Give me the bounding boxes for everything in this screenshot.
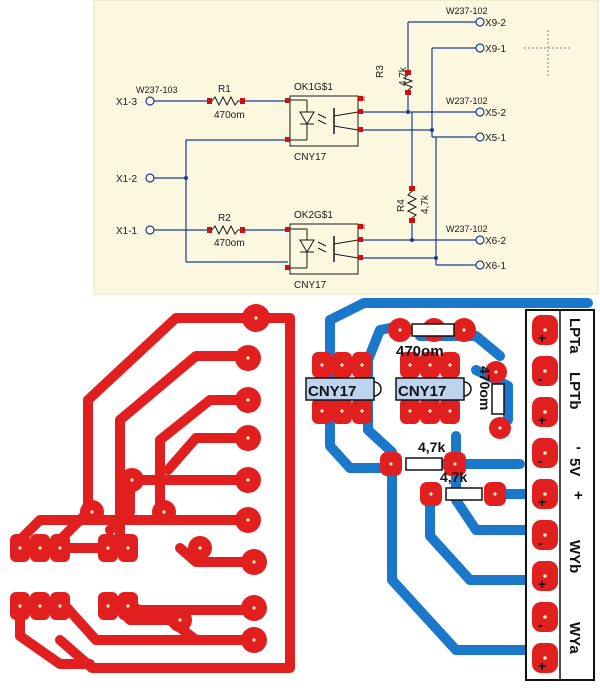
- pcb-label-cny17-a: CNY17: [308, 383, 356, 400]
- terminal-pad-hole: [543, 328, 547, 332]
- svg-text:×: ×: [360, 94, 366, 105]
- connector-x1: X1-3 X1-2 X1-1 W237-103: [116, 85, 178, 237]
- ic-cny17-a: CNY17: [305, 352, 382, 424]
- label-u1-ref: OK1G$1: [294, 82, 333, 93]
- pcb-label-wyb: WYb: [566, 540, 583, 573]
- terminal-block: + - + - + - + - + LPTa LPTb 5V WYb WYa - +: [525, 309, 595, 681]
- terminal-pad-hole: [543, 574, 547, 578]
- junction-dots: [184, 110, 438, 260]
- label-cable-x9: W237-102: [446, 6, 488, 16]
- label-r2-value: 470om: [214, 238, 245, 249]
- terminal-pad-hole: [543, 369, 547, 373]
- label-x5-1: X5-1: [485, 133, 507, 144]
- label-r3: R3: [375, 65, 386, 78]
- pcb-label-cny17-b: CNY17: [398, 383, 446, 400]
- terminal-sign: -: [538, 535, 543, 551]
- terminal-pad-hole: [543, 656, 547, 660]
- terminal-sign: -: [538, 453, 543, 469]
- pcb-sign-5v-plus: +: [574, 487, 583, 504]
- pcb-label-5v: 5V: [566, 458, 583, 476]
- connector-x9: W237-102 X9-2 X9-1: [446, 6, 507, 55]
- label-x1-1: X1-1: [116, 226, 138, 237]
- terminal-sign: +: [538, 412, 546, 428]
- resistor-r1: R1 470om: [207, 84, 245, 121]
- label-x5-2: X5-2: [485, 108, 507, 119]
- label-r4: R4: [396, 199, 407, 212]
- resistor-r3: R3 4,7k: [375, 65, 414, 95]
- terminal-pad-hole: [543, 410, 547, 414]
- terminal-sign: -: [538, 371, 543, 387]
- label-r3-value: 4,7k: [398, 66, 409, 86]
- terminal-pad-hole: [543, 615, 547, 619]
- label-x6-2: X6-2: [485, 236, 507, 247]
- optocoupler-u2: × OK2G$1 CNY17: [285, 210, 366, 291]
- pcb-sign-5v-minus: -: [576, 439, 581, 456]
- terminal-sign: +: [538, 576, 546, 592]
- connector-x6: W237-102 X6-2 X6-1: [446, 224, 507, 272]
- pcb-label-470-h: 470om: [396, 343, 444, 360]
- svg-text:×: ×: [360, 222, 366, 233]
- pcb-label-lptb: LPTb: [566, 372, 583, 410]
- label-r1: R1: [218, 84, 231, 95]
- pcb-label-470-v: 470om: [477, 366, 493, 410]
- terminal-sign: +: [538, 658, 546, 674]
- schematic-background: [94, 0, 598, 294]
- pcb-layout: CNY17 CNY17 470om 470om: [10, 298, 595, 681]
- resistor-47k-b: 4,7k: [420, 469, 506, 506]
- pad-holes: [18, 316, 258, 642]
- optocoupler-u1: × OK1G$1 CNY17: [285, 82, 366, 163]
- label-cable-in: W237-103: [136, 85, 178, 95]
- label-r2: R2: [218, 213, 231, 224]
- pcb-label-wya: WYa: [566, 622, 583, 654]
- resistor-r4: R4 4,7k: [396, 186, 431, 223]
- resistor-r2: R2 470om: [207, 213, 245, 249]
- ic-cny17-b: CNY17: [395, 352, 472, 424]
- terminal-sign: +: [538, 494, 546, 510]
- schematic-panel: X1-3 X1-2 X1-1 W237-103 R1 470om R2 470o…: [93, 0, 599, 295]
- terminal-sign: +: [538, 330, 546, 346]
- label-r1-value: 470om: [214, 110, 245, 121]
- label-x1-3: X1-3: [116, 97, 138, 108]
- label-x9-1: X9-1: [485, 44, 507, 55]
- label-cable-x5: W237-102: [446, 96, 488, 106]
- pcb-label-47k-b: 4,7k: [440, 469, 467, 485]
- resistor-470-vertical: 470om: [477, 361, 511, 439]
- label-x6-1: X6-1: [485, 261, 507, 272]
- terminal-sign: -: [538, 617, 543, 633]
- label-u1-name: CNY17: [294, 152, 327, 163]
- resistor-470-horizontal: 470om: [388, 318, 476, 360]
- terminal-pad-hole: [543, 451, 547, 455]
- terminal-pad-hole: [543, 492, 547, 496]
- pcb-label-lpta: LPTa: [566, 318, 583, 354]
- label-u2-name: CNY17: [294, 280, 327, 291]
- label-u2-ref: OK2G$1: [294, 210, 333, 221]
- label-x9-2: X9-2: [485, 18, 507, 29]
- terminal-pad-hole: [543, 533, 547, 537]
- connector-x5: W237-102 X5-2 X5-1: [446, 96, 507, 144]
- label-x1-2: X1-2: [116, 174, 138, 185]
- label-cable-x6: W237-102: [446, 224, 488, 234]
- label-r4-value: 4,7k: [420, 194, 431, 214]
- crosshair-icon: [524, 30, 572, 78]
- pcb-label-47k-a: 4,7k: [418, 439, 445, 455]
